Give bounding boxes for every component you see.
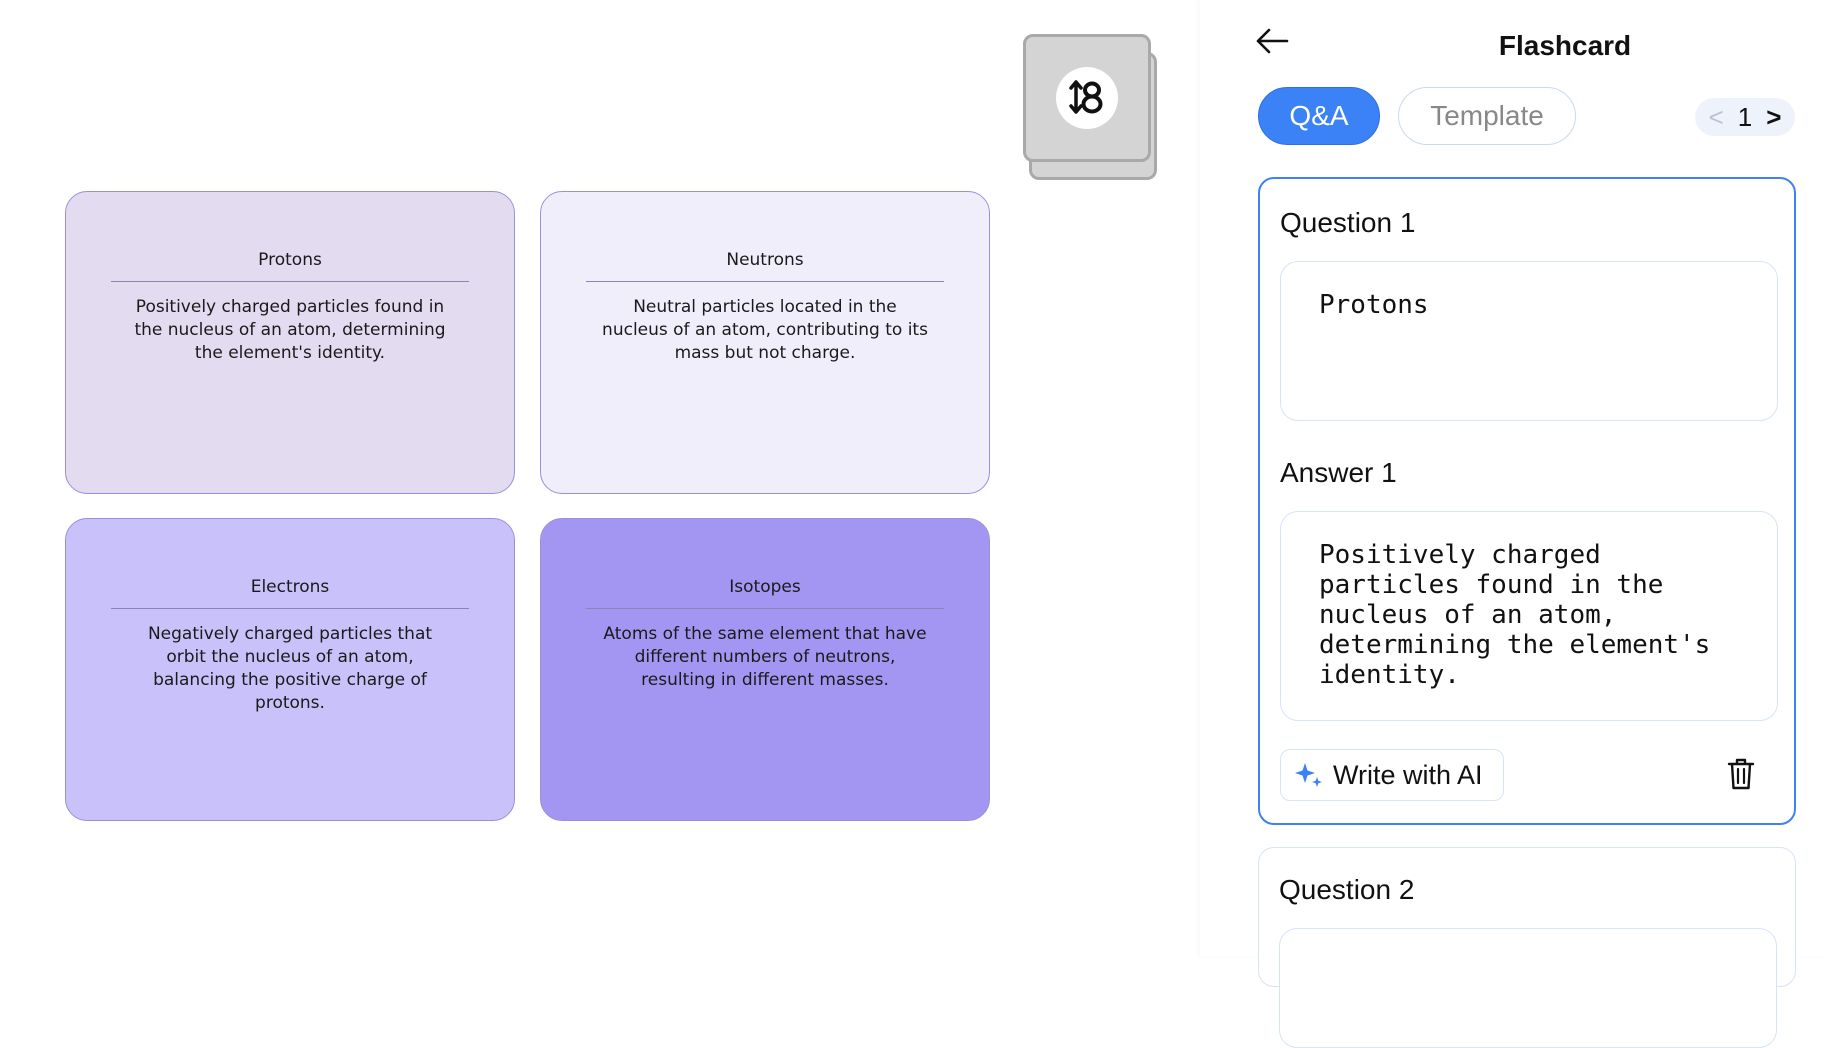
flashcard-panel: Flashcard Q&A Template < 1 > Question 1 … <box>1200 0 1828 1048</box>
write-with-ai-button[interactable]: Write with AI <box>1280 749 1504 801</box>
card-body: Positively charged particles found in th… <box>134 297 446 363</box>
page-number: 1 <box>1737 101 1753 132</box>
tab-qa[interactable]: Q&A <box>1258 87 1380 145</box>
question-label: Question 1 <box>1280 207 1416 238</box>
flashcard-neutrons[interactable]: Neutrons Neutral particles located in th… <box>540 191 990 494</box>
pager: < 1 > <box>1695 98 1795 136</box>
back-arrow-icon[interactable] <box>1254 26 1290 56</box>
trash-icon[interactable] <box>1727 757 1755 791</box>
flashcard-electrons[interactable]: Electrons Negatively charged particles t… <box>65 518 515 821</box>
question-input[interactable]: Protons <box>1280 261 1778 421</box>
previous-page-button[interactable]: < <box>1708 101 1724 132</box>
tab-template[interactable]: Template <box>1398 87 1576 145</box>
question-input[interactable] <box>1279 928 1777 1048</box>
question-label: Question 2 <box>1279 874 1415 905</box>
shuffle-icon <box>1056 67 1118 129</box>
write-with-ai-label: Write with AI <box>1333 759 1483 790</box>
card-title: Electrons <box>111 577 469 609</box>
answer-input[interactable]: Positively charged particles found in th… <box>1280 511 1778 721</box>
card-title: Isotopes <box>586 577 944 609</box>
page-title: Flashcard <box>1498 30 1632 61</box>
card-title: Protons <box>111 250 469 282</box>
answer-label: Answer 1 <box>1280 457 1397 488</box>
card-body: Neutral particles located in the nucleus… <box>602 297 928 363</box>
next-page-button[interactable]: > <box>1766 101 1782 132</box>
flashcard-protons[interactable]: Protons Positively charged particles fou… <box>65 191 515 494</box>
card-body: Negatively charged particles that orbit … <box>147 624 433 713</box>
shuffle-button[interactable] <box>1023 34 1151 162</box>
question-card-editor: Question 2 <box>1258 847 1796 1048</box>
question-card-editor: Question 1 Protons Answer 1 Positively c… <box>1258 177 1796 825</box>
card-title: Neutrons <box>586 250 944 282</box>
card-body: Atoms of the same element that have diff… <box>603 624 927 690</box>
canvas: Protons Positively charged particles fou… <box>65 34 1151 821</box>
flashcard-isotopes[interactable]: Isotopes Atoms of the same element that … <box>540 518 990 821</box>
sparkle-icon <box>1295 761 1323 789</box>
